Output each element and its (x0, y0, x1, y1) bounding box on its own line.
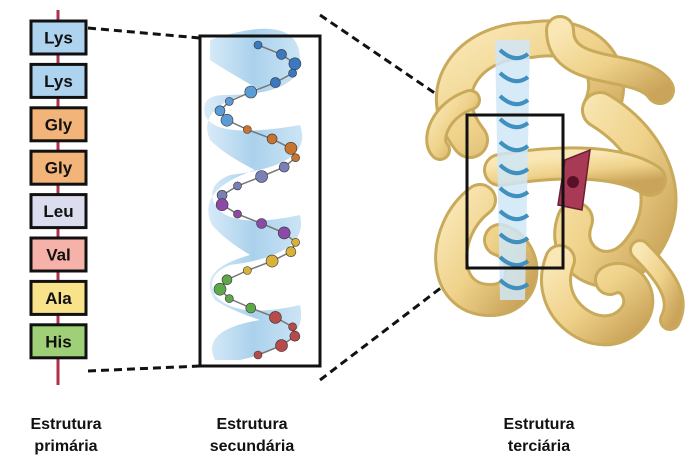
zoom-line-primary-top (88, 28, 200, 38)
atom (216, 199, 228, 211)
residue-label: Lys (44, 72, 73, 91)
caption-tertiary-line2: terciária (459, 436, 619, 458)
folded-protein (436, 30, 674, 330)
secondary-structure (200, 29, 320, 366)
caption-secondary-line2: secundária (172, 436, 332, 458)
residue-ala: Ala (31, 281, 86, 314)
atom (279, 162, 289, 172)
atom (246, 303, 256, 313)
atom (257, 219, 267, 229)
atom (277, 49, 287, 59)
atom (222, 275, 232, 285)
atom (292, 238, 300, 246)
residue-label: Lys (44, 29, 73, 48)
tertiary-structure (436, 30, 674, 330)
caption-tertiary: Estrutura terciária (459, 414, 619, 458)
atom (289, 69, 297, 77)
heme-center (567, 176, 579, 188)
residue-label: Gly (45, 159, 73, 178)
atom (225, 295, 233, 303)
atom (254, 351, 262, 359)
atom (276, 340, 288, 352)
caption-primary-line2: primária (0, 436, 146, 458)
atom (214, 283, 226, 295)
caption-secondary-line1: Estrutura (172, 414, 332, 436)
atom (225, 97, 233, 105)
residue-label: Val (46, 246, 71, 265)
residue-lys: Lys (31, 64, 86, 97)
atom (256, 171, 268, 183)
atom (289, 58, 301, 70)
residue-leu: Leu (31, 195, 86, 228)
atom (245, 86, 257, 98)
atom (234, 182, 242, 190)
caption-secondary: Estrutura secundária (172, 414, 332, 458)
atom (215, 106, 225, 116)
atom (286, 247, 296, 257)
atom (221, 114, 233, 126)
atom (266, 255, 278, 267)
residue-label: His (45, 332, 71, 351)
caption-primary-line1: Estrutura (0, 414, 146, 436)
caption-primary: Estrutura primária (0, 414, 146, 458)
atom (243, 267, 251, 275)
atom (269, 311, 281, 323)
residue-lys: Lys (31, 21, 86, 54)
residue-gly: Gly (31, 108, 86, 141)
atom (278, 227, 290, 239)
atom (270, 78, 280, 88)
residue-label: Gly (45, 115, 73, 134)
atom (267, 134, 277, 144)
zoom-line-primary-bottom (88, 366, 200, 371)
tertiary-helix (495, 40, 530, 300)
atom (243, 126, 251, 134)
residue-his: His (31, 325, 86, 358)
atom (290, 331, 300, 341)
caption-tertiary-line1: Estrutura (459, 414, 619, 436)
atom (234, 210, 242, 218)
residue-val: Val (31, 238, 86, 271)
atom (285, 142, 297, 154)
atom (289, 323, 297, 331)
residue-label: Ala (45, 289, 72, 308)
residue-gly: Gly (31, 151, 86, 184)
atom (254, 41, 262, 49)
residue-label: Leu (43, 202, 73, 221)
atom (292, 154, 300, 162)
